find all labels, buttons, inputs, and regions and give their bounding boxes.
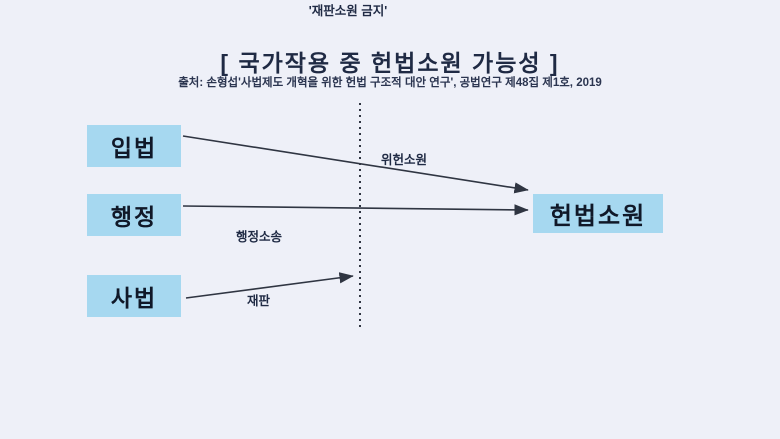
edge-label-administrative-litigation: 행정소송 [236,230,283,244]
node-judiciary[interactable]: 사법 [87,275,181,317]
edge-legislation-to-target [182,135,529,194]
edge-label-trial: 재판 [247,294,271,308]
divider-label: '재판소원 금지' [0,0,780,19]
node-constitutional-complaint[interactable]: 헌법소원 [533,194,663,233]
divider-label-text: '재판소원 금지' [308,4,388,18]
edge-administration-to-target [182,204,529,216]
node-legislation[interactable]: 입법 [87,125,181,167]
node-administration[interactable]: 행정 [87,194,181,236]
edge-judiciary-to-divider [185,272,354,299]
source-citation: 출처: 손형섭'사법제도 개혁을 위한 헌법 구조적 대안 연구', 공법연구 … [178,77,602,89]
page-title: [ 국가작용 중 헌법소원 가능성 ] [220,50,560,76]
edge-label-unconstitutional-petition: 위헌소원 [381,153,428,167]
